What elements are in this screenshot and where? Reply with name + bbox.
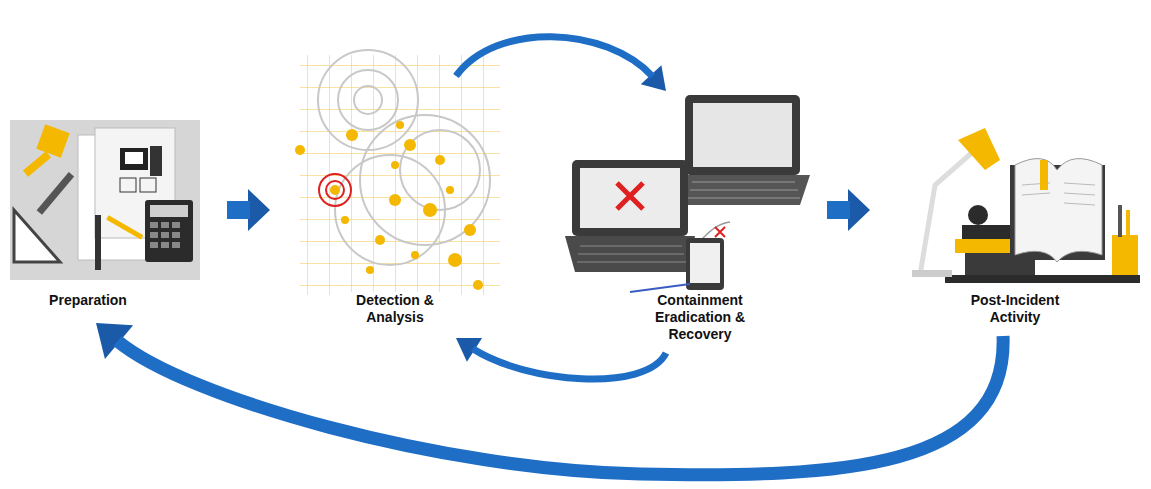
post-incident-illustration (912, 128, 1140, 283)
flow-arrow (227, 189, 270, 231)
phase-label: Detection & Analysis (343, 292, 447, 326)
phase-post-incident: Post-Incident Activity (872, 100, 1145, 330)
flow-arrow (96, 323, 1003, 475)
arrow-line (456, 37, 652, 77)
phase-containment: Containment Eradication & Recovery (560, 95, 825, 347)
flow-arrow (456, 37, 666, 91)
arrowhead (848, 189, 870, 231)
arrow-line (473, 349, 666, 379)
phase-label: Preparation (47, 292, 129, 309)
phase-label: Containment Eradication & Recovery (641, 292, 760, 343)
flow-arrow (456, 338, 666, 379)
flow-arrow (827, 189, 870, 231)
detection-illustration (295, 50, 500, 295)
arrow-line (227, 201, 250, 219)
arrow-line (118, 336, 1004, 475)
phase-preparation: Preparation (10, 120, 225, 313)
phase-label: Post-Incident Activity (958, 292, 1072, 326)
preparation-illustration (10, 120, 200, 280)
phase-detection: Detection & Analysis (272, 80, 502, 330)
arrow-line (827, 201, 850, 219)
containment-illustration (565, 95, 810, 292)
arrowhead (248, 189, 270, 231)
